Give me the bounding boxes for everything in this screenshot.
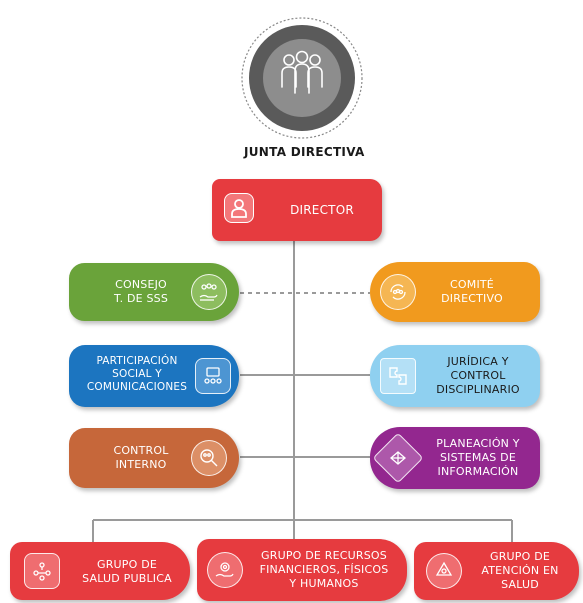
network-hands-icon <box>372 432 424 484</box>
people-network-icon <box>24 553 60 589</box>
hand-gear-icon <box>207 552 243 588</box>
hand-people-icon <box>191 274 227 310</box>
care-cycle-icon <box>426 553 462 589</box>
board-title: JUNTA DIRECTIVA <box>244 145 365 159</box>
person-icon <box>224 193 254 223</box>
board-icon <box>239 15 365 141</box>
search-people-icon <box>191 440 227 476</box>
director-node[interactable]: DIRECTOR <box>212 179 382 241</box>
refresh-group-icon <box>380 274 416 310</box>
meeting-icon <box>195 358 231 394</box>
director-label: DIRECTOR <box>290 203 354 217</box>
puzzle-icon <box>380 358 416 394</box>
